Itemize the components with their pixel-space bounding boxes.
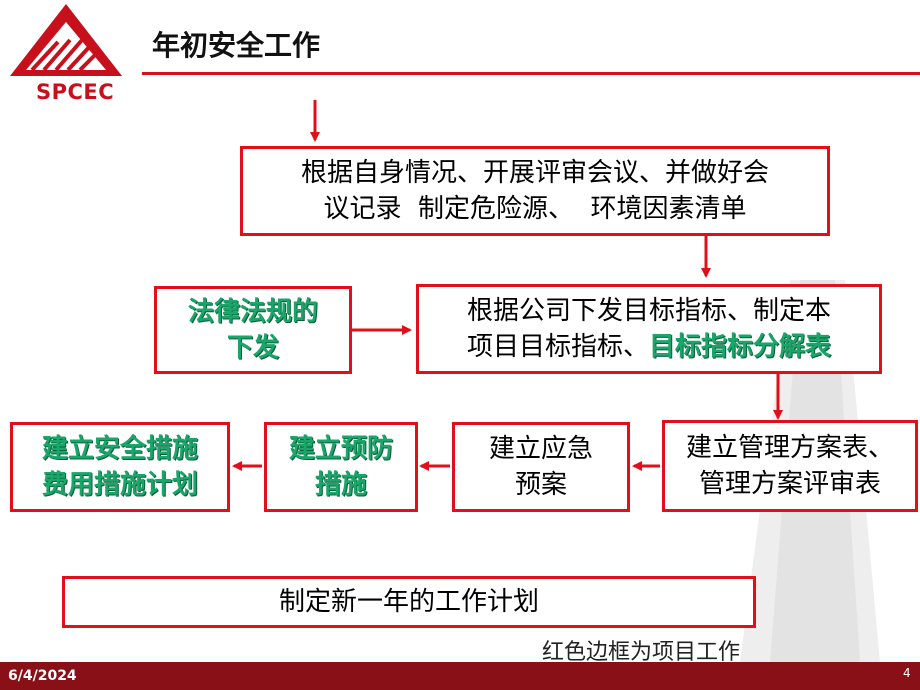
box4-line2: 管理方案评审表 [698, 469, 881, 499]
box3-line1: 根据公司下发目标指标、制定本 [466, 296, 831, 326]
box2-line1: 法律法规的 [187, 297, 318, 327]
box1-line2: 议记录 制定危险源、 环境因素清单 [323, 194, 747, 224]
box-management-plan: 建立管理方案表、 管理方案评审表 [662, 420, 918, 512]
box3-line2b: 目标指标分解表 [649, 332, 832, 362]
box8-text: 制定新一年的工作计划 [278, 587, 539, 617]
page-title: 年初安全工作 [152, 29, 321, 62]
box3-line2a: 项目目标指标、 [466, 332, 649, 362]
footer-date: 6/4/2024 [8, 668, 77, 684]
box5-line1: 建立应急 [488, 434, 593, 464]
box7-line1: 建立安全措施 [41, 434, 198, 464]
box-new-year-plan: 制定新一年的工作计划 [62, 576, 756, 628]
company-logo [10, 4, 122, 76]
box-emergency-plan: 建立应急 预案 [452, 422, 630, 512]
box-safety-cost-plan: 建立安全措施 费用措施计划 [10, 422, 230, 512]
box6-line2: 措施 [314, 470, 367, 500]
box6-line1: 建立预防 [288, 434, 393, 464]
header-divider [142, 72, 920, 75]
box-laws-regulations: 法律法规的 下发 [154, 286, 352, 374]
box2-line2: 下发 [226, 333, 279, 363]
box5-line2: 预案 [514, 470, 567, 500]
box-target-indicators: 根据公司下发目标指标、制定本 项目目标指标、目标指标分解表 [416, 284, 882, 374]
box-self-assessment: 根据自身情况、开展评审会议、并做好会 议记录 制定危险源、 环境因素清单 [240, 146, 830, 236]
legend-note: 红色边框为项目工作 [542, 640, 741, 665]
box-preventive-measures: 建立预防 措施 [264, 422, 418, 512]
page-number: 4 [903, 666, 911, 680]
box1-line1: 根据自身情况、开展评审会议、并做好会 [300, 158, 769, 188]
box4-line1: 建立管理方案表、 [685, 433, 894, 463]
logo-text: SPCEC [36, 80, 115, 104]
box7-line2: 费用措施计划 [41, 470, 198, 500]
footer-bar [0, 662, 920, 690]
